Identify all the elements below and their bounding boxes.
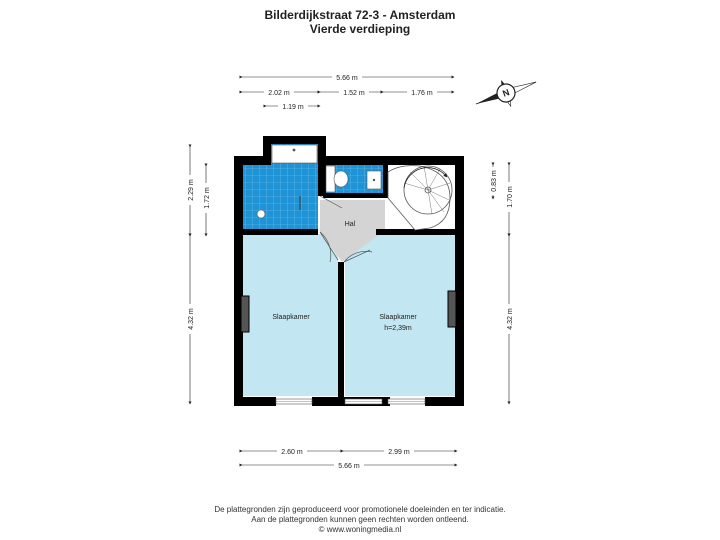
bedroom-right-floor — [345, 234, 455, 396]
left-radiator — [240, 295, 250, 333]
compass: N — [475, 79, 537, 108]
bottom-windows — [275, 398, 426, 405]
compass-needle-east — [512, 81, 537, 94]
left-dimensions: 2.29 m 1.72 m 4.32 m — [184, 144, 212, 405]
floor-title: Vierde verdieping — [309, 22, 411, 36]
room-label-hall: Hal — [345, 221, 356, 228]
dim-right-lower: 4.32 m — [507, 308, 514, 330]
bathroom-sink — [271, 144, 318, 164]
shower-drain — [256, 209, 266, 219]
dim-left-upper-outer: 2.29 m — [188, 179, 195, 201]
door-swings — [319, 195, 373, 263]
bathroom-fixtures — [256, 144, 318, 219]
compass-needle-west — [475, 92, 500, 104]
right-dimensions: 0.83 m 1.70 m 4.32 m — [487, 162, 515, 405]
spiral-staircase — [387, 165, 453, 231]
disclaimer-line-2: Aan de plattegronden kunnen geen rechten… — [251, 515, 469, 524]
dim-right-small: 0.83 m — [491, 170, 498, 192]
bottom-dimensions: 2.60 m 2.99 m 5.66 m — [239, 445, 458, 470]
bathroom-floor — [242, 164, 318, 230]
dim-right-upper: 1.70 m — [507, 186, 514, 208]
compass-label: N — [501, 87, 511, 99]
room-height-bedroom-right: h=2,39m — [384, 325, 412, 332]
copyright-link[interactable]: © www.woningmedia.nl — [318, 525, 402, 534]
dim-bottom-total: 5.66 m — [338, 463, 360, 470]
toilet-bowl — [333, 170, 349, 188]
room-label-bedroom-left: Slaapkamer — [272, 314, 310, 321]
room-label-bedroom-right: Slaapkamer — [379, 314, 417, 321]
dim-top-mid: 1.52 m — [343, 90, 365, 97]
dim-bottom-right: 2.99 m — [388, 449, 410, 456]
dim-top-total: 5.66 m — [336, 75, 358, 82]
dim-bottom-left: 2.60 m — [281, 449, 303, 456]
dim-top-small: 1.19 m — [282, 104, 304, 111]
dim-top-right: 1.76 m — [411, 90, 433, 97]
toilet-fixtures — [325, 165, 382, 193]
dim-top-left: 2.02 m — [268, 90, 290, 97]
dim-left-upper-inner: 1.72 m — [204, 187, 211, 209]
disclaimer-line-1: De plattegronden zijn geproduceerd voor … — [214, 505, 506, 514]
top-dimensions: 5.66 m 2.02 m 1.52 m 1.76 m 1.19 m — [239, 71, 455, 111]
bedroom-left-floor — [242, 234, 338, 396]
address-title: Bilderdijkstraat 72-3 - Amsterdam — [264, 8, 456, 22]
right-radiator — [447, 290, 457, 328]
dim-left-lower: 4.32 m — [188, 308, 195, 330]
